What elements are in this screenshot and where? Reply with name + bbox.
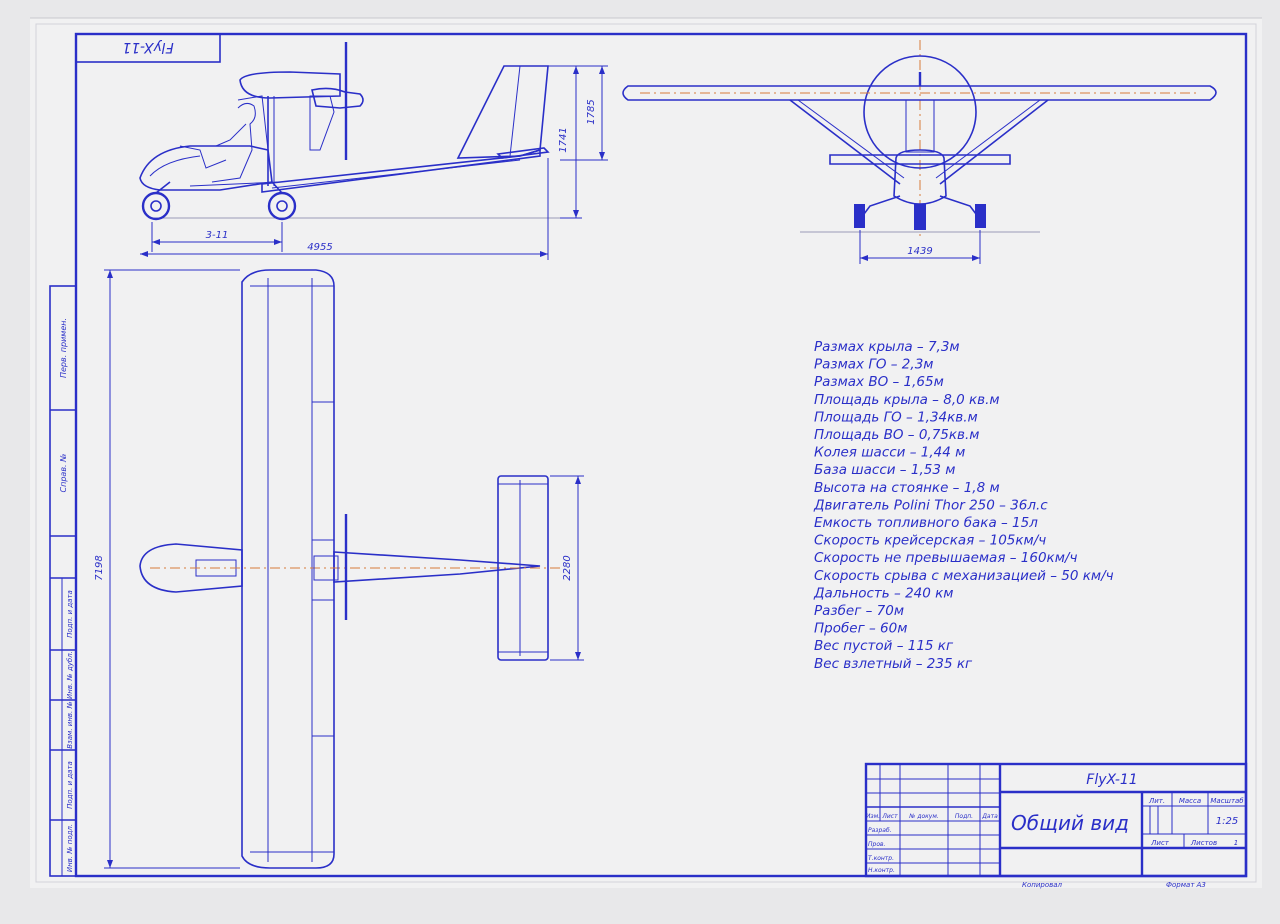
copied-label: Копировал	[1022, 881, 1063, 889]
spec-line: Колея шасси – 1,44 м	[814, 445, 965, 461]
spec-line: База шасси – 1,53 м	[814, 462, 955, 478]
spec-line: Вес взлетный – 235 кг	[814, 656, 973, 672]
front-wheel-left	[854, 204, 865, 228]
svg-text:Лист: Лист	[1150, 839, 1170, 847]
spec-line: Двигатель Polini Thor 250 – 36л.с	[813, 497, 1048, 513]
side-view: 3-11 4955 1741 1785	[139, 42, 608, 260]
svg-text:Подп.: Подп.	[955, 813, 973, 820]
svg-text:Масса: Масса	[1179, 797, 1201, 805]
spec-line: Скорость крейсерская – 105км/ч	[814, 533, 1046, 549]
svg-text:Лит.: Лит.	[1148, 797, 1165, 805]
svg-text:Справ. №: Справ. №	[59, 454, 68, 493]
svg-text:Масштаб: Масштаб	[1210, 797, 1244, 805]
spec-line: Емкость топливного бака – 15л	[814, 515, 1038, 531]
svg-text:Подп. и дата: Подп. и дата	[66, 590, 74, 638]
spec-line: Размах ГО – 2,3м	[814, 357, 933, 373]
dim-side-length: 4955	[307, 242, 332, 253]
left-strip: Перв. примен. Справ. № Подп. и дата Инв.…	[49, 285, 77, 877]
svg-text:Т.контр.: Т.контр.	[868, 855, 894, 862]
spec-line: Дальность – 240 км	[813, 585, 953, 601]
front-view: 1439	[622, 40, 1217, 264]
svg-text:Пров.: Пров.	[868, 841, 886, 848]
dim-side-base: 3-11	[206, 230, 229, 241]
front-wheel-center	[914, 204, 926, 230]
title-designation: FlyX-11	[1086, 772, 1137, 788]
spec-line: Разбег – 70м	[814, 603, 904, 619]
prop-disk	[863, 55, 977, 169]
dim-side-height-a: 1785	[586, 99, 597, 124]
svg-text:Лист: Лист	[881, 813, 898, 820]
svg-text:Подп. и дата: Подп. и дата	[66, 761, 74, 809]
spec-line: Площадь крыла – 8,0 кв.м	[814, 392, 1000, 408]
paper	[30, 18, 1262, 888]
title-block: Изм. Лист № докум. Подп. Дата Разраб. Пр…	[864, 762, 1248, 878]
svg-text:Дата: Дата	[981, 813, 998, 820]
svg-text:№ докум.: № докум.	[908, 813, 939, 820]
front-wheel-right	[975, 204, 986, 228]
svg-text:Листов: Листов	[1190, 839, 1217, 847]
top-stabilizer	[497, 475, 549, 661]
corner-stamp: FlyX-11	[75, 33, 221, 63]
svg-text:Взам. инв. №: Взам. инв. №	[66, 701, 74, 749]
svg-text:Перв. примен.: Перв. примен.	[59, 318, 68, 378]
spec-line: Размах крыла – 7,3м	[814, 339, 960, 355]
spec-line: Скорость срыва с механизацией – 50 км/ч	[814, 568, 1114, 584]
spec-line: Пробег – 60м	[814, 621, 907, 637]
top-view: 7198 2280	[94, 269, 584, 869]
dim-front-track: 1439	[907, 246, 932, 257]
spec-line: Площадь ГО – 1,34кв.м	[814, 409, 978, 425]
spec-line: Вес пустой – 115 кг	[814, 638, 954, 654]
svg-text:Инв. № дубл.: Инв. № дубл.	[66, 651, 74, 699]
svg-text:Разраб.: Разраб.	[868, 827, 892, 834]
spec-line: Размах ВО – 1,65м	[814, 374, 944, 390]
dim-top-span: 7198	[94, 555, 105, 580]
spec-line: Высота на стоянке – 1,8 м	[814, 480, 1000, 496]
svg-text:Изм.: Изм.	[866, 813, 880, 820]
title-name: Общий вид	[1011, 811, 1129, 835]
svg-text:1: 1	[1234, 839, 1238, 847]
format-label: Формат А3	[1166, 881, 1206, 889]
svg-text:FlyX-11: FlyX-11	[122, 39, 173, 55]
title-scale: 1:25	[1216, 816, 1238, 827]
svg-text:Инв. № подл.: Инв. № подл.	[66, 824, 74, 872]
dim-top-stab: 2280	[562, 555, 573, 580]
spec-line: Скорость не превышаемая – 160км/ч	[814, 550, 1077, 566]
svg-text:Н.контр.: Н.контр.	[868, 867, 895, 874]
spec-line: Площадь ВО – 0,75кв.м	[814, 427, 979, 443]
dim-side-height-b: 1741	[558, 127, 569, 152]
